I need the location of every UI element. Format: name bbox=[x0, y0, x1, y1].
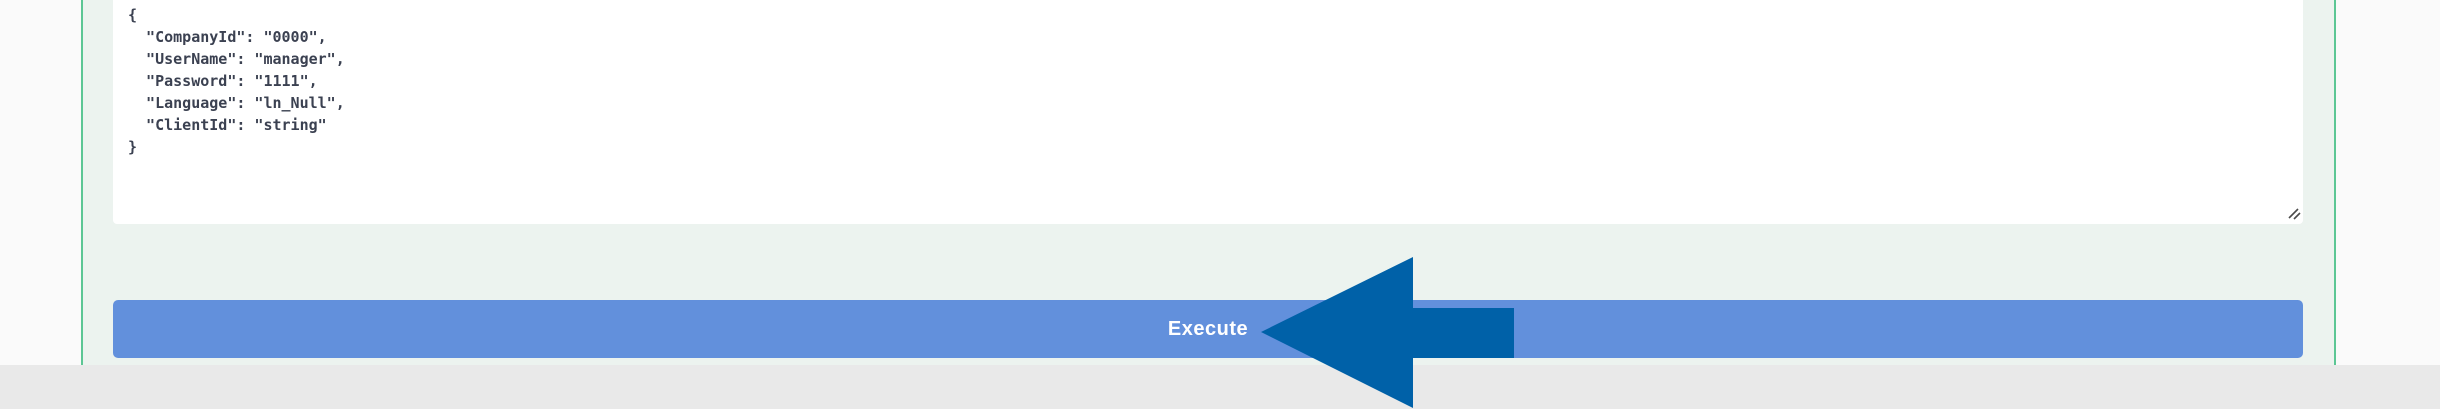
page-background-strip bbox=[0, 365, 2440, 409]
execute-button[interactable]: Execute bbox=[113, 300, 2303, 358]
resize-handle-icon[interactable] bbox=[2286, 206, 2303, 223]
request-body-textarea[interactable]: { "CompanyId": "0000", "UserName": "mana… bbox=[113, 0, 2303, 224]
